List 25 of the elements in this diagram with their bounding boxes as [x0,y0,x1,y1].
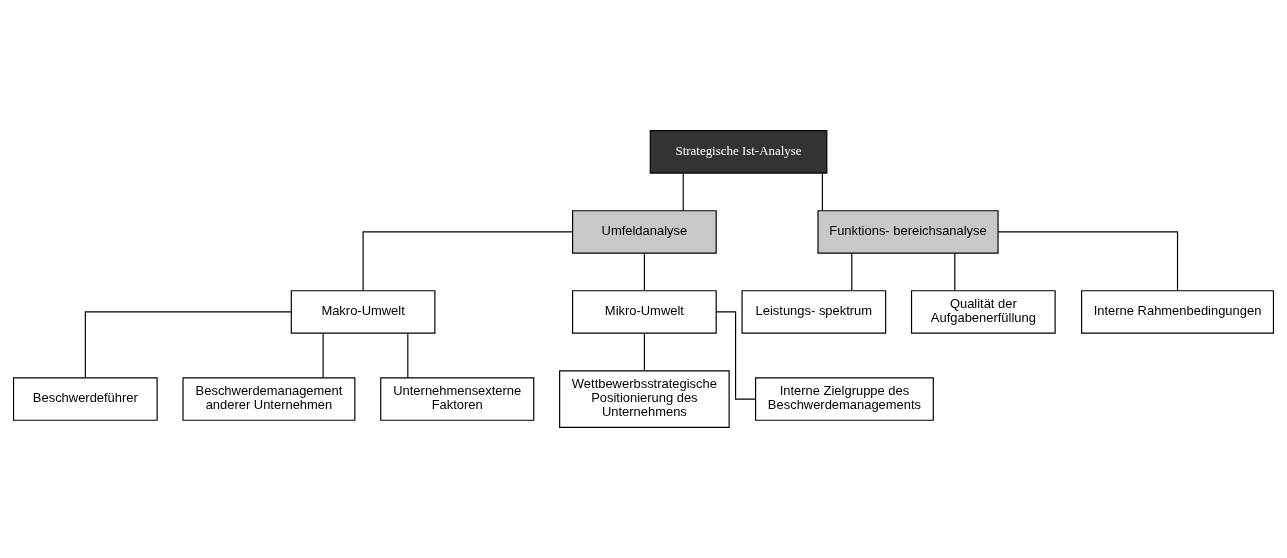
connector [682,172,684,211]
node-box: Beschwerdeführer [12,377,158,421]
connector [322,332,324,379]
node-box: Wettbewerbsstrategische Positionierung des Unternehmens [559,370,730,428]
connector [851,252,853,292]
connector [715,311,757,400]
connector [954,252,956,292]
node-box: Beschwerdemanagement anderer Unternehmen [182,377,356,421]
node-box: Umfeldanalyse [572,210,717,254]
connector [362,231,573,292]
node-box: Mikro-Umwelt [572,290,717,334]
node-box: Makro-Umwelt [290,290,436,334]
connector [407,332,409,379]
node-box: Interne Rahmenbedingungen [1081,290,1275,334]
node-box: Funktions- bereichsanalyse [817,210,999,254]
node-box: Strategische Ist-Analyse [649,130,828,174]
connector [643,252,645,292]
node-box: Unternehmensexterne Faktoren [380,377,535,421]
node-box: Qualität der Aufgabenerfüllung [910,290,1056,334]
connector [821,172,823,211]
connector [84,311,292,379]
connector [997,231,1179,292]
node-box: Leistungs- spektrum [741,290,887,334]
node-box: Interne Zielgruppe des Beschwerdemanagements [755,377,934,421]
connector [643,332,645,372]
